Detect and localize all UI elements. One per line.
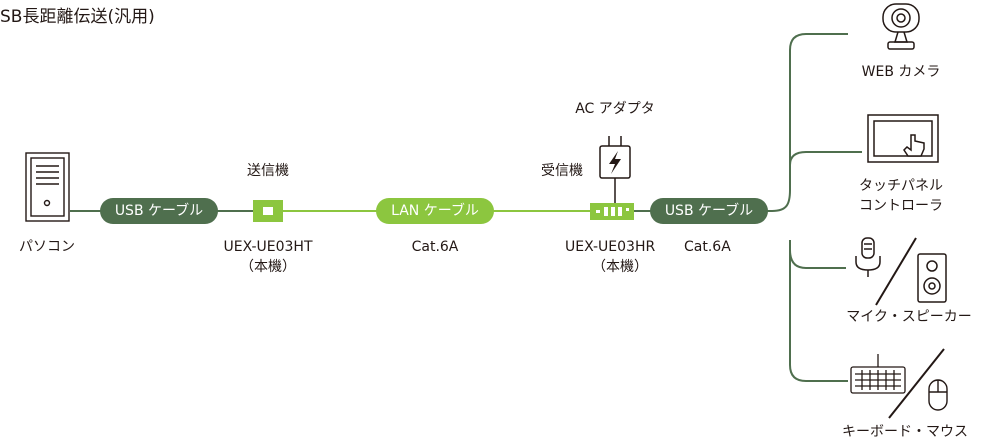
receiver-model-label: UEX-UE03HR: [565, 239, 656, 255]
touch-panel-label-line2: コントローラ: [859, 198, 943, 214]
touch-panel-label-line1: タッチパネル: [859, 178, 943, 194]
pc-label: パソコン: [19, 239, 75, 255]
speaker-icon: [917, 253, 947, 303]
diagram-title: SB長距離伝送(汎用): [0, 7, 155, 27]
keyboard-icon: [850, 354, 906, 394]
transmitter-device-icon: [253, 200, 283, 222]
lan-spec-label: Cat.6A: [411, 239, 459, 255]
transmitter-model-label: UEX-UE03HT: [223, 239, 313, 255]
receiver-device-icon: [590, 203, 634, 220]
microphone-icon: [855, 237, 881, 277]
lan-cable-label: LAN ケーブル: [376, 198, 494, 224]
transmitter-role-label: 送信機: [247, 163, 289, 179]
divider-slash-audio: [875, 237, 917, 306]
receiver-role-label: 受信機: [541, 163, 583, 179]
ac-adapter-icon: [599, 136, 631, 179]
usb-cable-label-right: USB ケーブル: [650, 198, 768, 224]
device-branch-tree: [771, 33, 862, 382]
mic-speaker-label: マイク・スピーカー: [846, 309, 972, 325]
webcam-label: WEB カメラ: [861, 64, 941, 80]
webcam-icon: [882, 3, 920, 50]
transmitter-note-label: （本機）: [240, 259, 296, 275]
ac-adapter-label: AC アダプタ: [575, 101, 655, 117]
receiver-note-label: （本機）: [592, 259, 648, 275]
mouse-icon: [928, 379, 948, 411]
usb-cable-label-left: USB ケーブル: [100, 198, 218, 224]
receiver-spec-label: Cat.6A: [684, 239, 731, 255]
divider-slash-input: [888, 348, 945, 419]
pc-tower-icon: [25, 152, 70, 222]
touch-panel-icon: [867, 114, 939, 163]
keyboard-mouse-label: キーボード・マウス: [842, 424, 968, 440]
